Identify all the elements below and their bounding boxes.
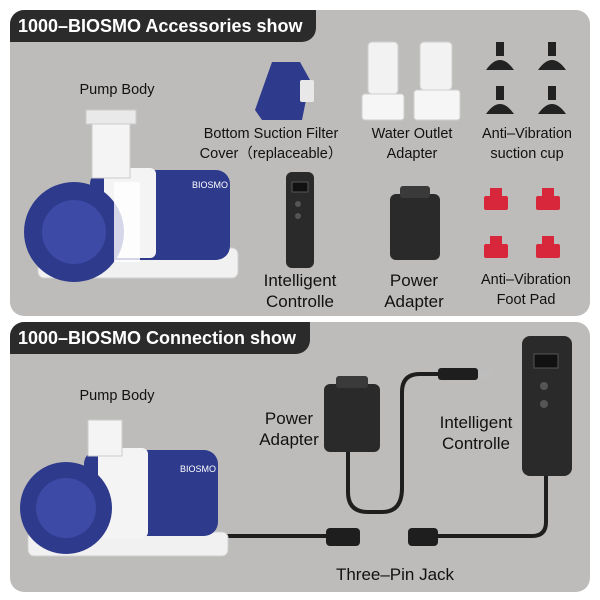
connection-controller-image: [522, 336, 572, 476]
connection-power-adapter-label: Power Adapter: [246, 408, 332, 450]
svg-text:BIOSMO: BIOSMO: [180, 464, 216, 474]
connection-power-adapter-label-line1: Power: [264, 409, 314, 428]
filter-cover-label-line2: Cover（replaceable）: [199, 146, 343, 162]
three-pin-jack-image: [326, 528, 438, 546]
dc-plug-image: [438, 368, 492, 380]
power-adapter-label-line1: Power: [389, 271, 439, 290]
water-outlet-label-line1: Water Outlet: [371, 126, 453, 142]
water-outlet-label-line2: Adapter: [386, 146, 438, 162]
connection-power-adapter-label-line2: Adapter: [259, 430, 319, 449]
three-pin-jack-label: Three–Pin Jack: [335, 565, 455, 584]
accessories-panel: BIOSMO: [10, 10, 590, 316]
accessories-title: 1000–BIOSMO Accessories show: [10, 10, 317, 42]
power-adapter-label: Power Adapter: [366, 270, 462, 312]
water-outlet-adapter-image: [361, 41, 461, 121]
pump-body-label: Pump Body: [79, 82, 155, 98]
controller-label-line2: Controlle: [265, 292, 335, 311]
suction-cup-label-line1: Anti–Vibration: [481, 126, 573, 142]
foot-pad-label-line1: Anti–Vibration: [480, 272, 572, 288]
connection-power-adapter-image: [324, 376, 380, 452]
connection-title: 1000–BIOSMO Connection show: [10, 322, 311, 354]
svg-text:BIOSMO: BIOSMO: [192, 180, 228, 190]
connection-cables: [210, 372, 548, 538]
filter-cover-label-line1: Bottom Suction Filter: [203, 126, 339, 142]
controller-label: Intelligent Controlle: [248, 270, 352, 312]
suction-cup-label: Anti–Vibration suction cup: [470, 124, 584, 164]
controller-label-line1: Intelligent: [263, 271, 337, 290]
connection-illustration: BIOSMO: [20, 336, 572, 557]
suction-cup-label-line2: suction cup: [490, 146, 564, 162]
connection-panel: BIOSMO 1000–BIOSMO Connection show Pump …: [10, 322, 590, 592]
power-adapter-label-line2: Adapter: [384, 292, 444, 311]
accessories-illustration: BIOSMO: [24, 41, 566, 282]
connection-controller-label-line1: Intelligent: [439, 413, 513, 432]
foot-pad-label-line2: Foot Pad: [496, 292, 556, 308]
foot-pad-image: [484, 188, 560, 258]
suction-cup-image: [486, 42, 566, 114]
foot-pad-label: Anti–Vibration Foot Pad: [468, 270, 584, 310]
connection-pump-body-label: Pump Body: [79, 388, 155, 404]
filter-cover-image: [255, 62, 314, 120]
connection-pump-body-image: BIOSMO: [20, 419, 229, 557]
connection-controller-label: Intelligent Controlle: [424, 412, 528, 454]
pump-body-image: BIOSMO: [24, 109, 239, 282]
water-outlet-label: Water Outlet Adapter: [360, 124, 464, 164]
connection-controller-label-line2: Controlle: [441, 434, 511, 453]
controller-image: [286, 172, 314, 268]
filter-cover-label: Bottom Suction Filter Cover（replaceable）: [182, 124, 360, 164]
power-adapter-image: [390, 186, 440, 260]
